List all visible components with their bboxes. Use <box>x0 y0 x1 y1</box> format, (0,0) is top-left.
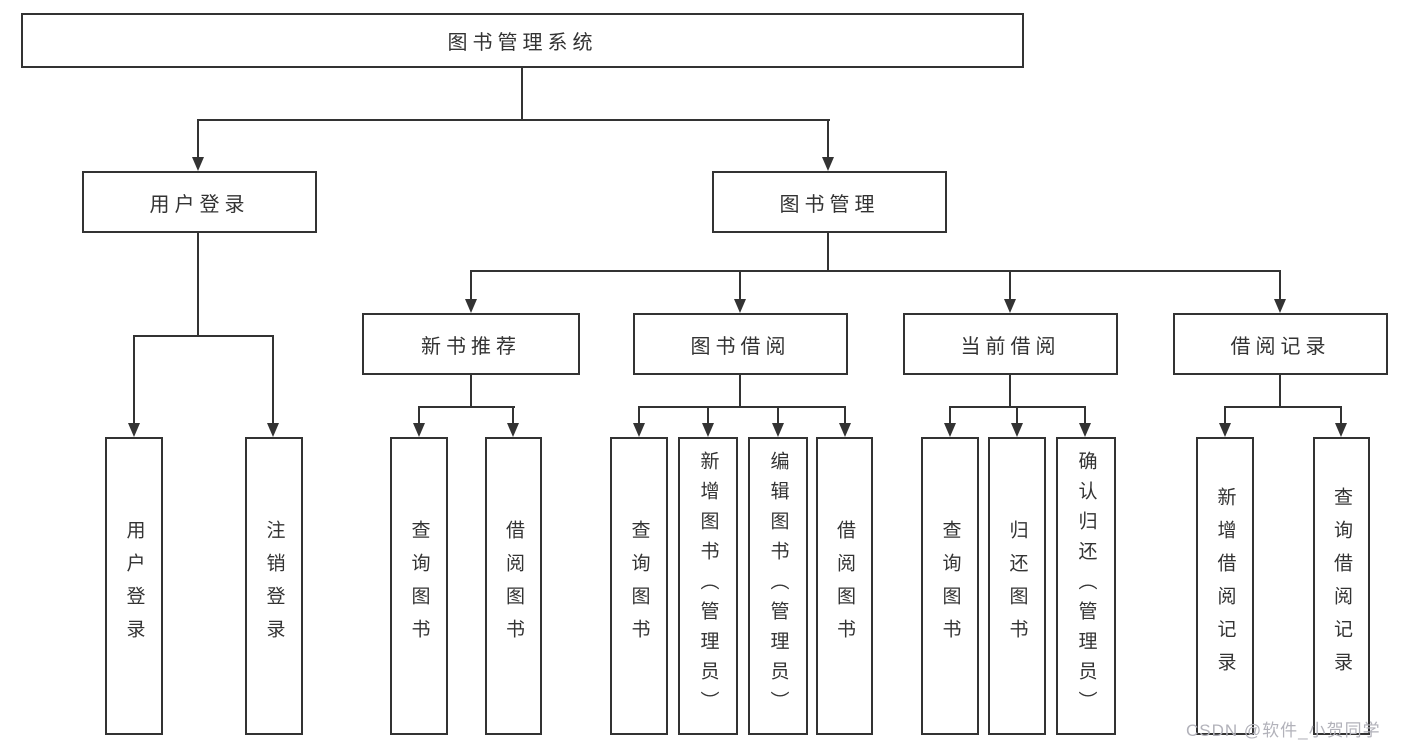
node-label: 图书管理系统 <box>447 32 598 54</box>
node-label: 新书推荐 <box>421 335 521 358</box>
connector-line <box>521 68 523 119</box>
connector-line <box>512 406 514 423</box>
leaf-label: 查询图书 <box>939 520 961 652</box>
arrowhead-down <box>772 423 784 437</box>
leaf-query-books-2: 查询图书 <box>610 437 668 735</box>
leaf-query-books-3: 查询图书 <box>921 437 979 735</box>
node-label: 图书借阅 <box>690 335 791 358</box>
arrowhead-down <box>1079 423 1091 437</box>
leaf-add-borrow-record: 新增借阅记录 <box>1196 437 1254 735</box>
connector-line <box>197 119 199 158</box>
node-book-management: 图书管理 <box>712 171 947 233</box>
arrowhead-down <box>128 423 140 437</box>
node-label: 当前借阅 <box>960 335 1061 358</box>
arrowhead-down <box>1335 423 1347 437</box>
arrowhead-down <box>192 157 204 171</box>
leaf-label: 查询图书 <box>628 520 650 652</box>
leaf-return-books: 归还图书 <box>988 437 1046 735</box>
connector-line <box>844 406 846 423</box>
node-label: 借阅记录 <box>1230 335 1331 358</box>
leaf-user-login: 用户登录 <box>105 437 163 735</box>
connector-line <box>1279 375 1281 406</box>
connector-line <box>739 270 741 299</box>
connector-line <box>133 335 135 423</box>
arrowhead-down <box>465 299 477 313</box>
leaf-label: 确认归还（管理员） <box>1075 451 1097 721</box>
node-root-system: 图书管理系统 <box>21 13 1024 68</box>
leaf-label: 借阅图书 <box>834 520 855 652</box>
node-label: 图书管理 <box>779 193 880 216</box>
arrowhead-down <box>413 423 425 437</box>
connector-line <box>1009 270 1011 299</box>
leaf-label: 注销登录 <box>263 520 285 652</box>
node-book-borrowing: 图书借阅 <box>633 313 848 375</box>
connector-line <box>470 270 1281 272</box>
connector-line <box>739 375 741 406</box>
connector-line <box>418 406 420 423</box>
watermark: CSDN @软件_小贺同学 <box>1186 721 1381 740</box>
connector-line <box>1340 406 1342 423</box>
leaf-label: 编辑图书（管理员） <box>767 451 789 721</box>
arrowhead-down <box>633 423 645 437</box>
leaf-label: 用户登录 <box>123 520 145 652</box>
connector-line <box>827 119 829 158</box>
connector-line <box>949 406 951 423</box>
leaf-borrow-books-1: 借阅图书 <box>485 437 542 735</box>
connector-line <box>638 406 846 408</box>
node-current-borrowing: 当前借阅 <box>903 313 1118 375</box>
leaf-logout: 注销登录 <box>245 437 303 735</box>
leaf-label: 新增借阅记录 <box>1214 487 1236 685</box>
arrowhead-down <box>1004 299 1016 313</box>
connector-line <box>133 335 274 337</box>
arrowhead-down <box>267 423 279 437</box>
connector-line <box>777 406 779 423</box>
connector-line <box>470 270 472 299</box>
connector-line <box>1224 406 1342 408</box>
connector-line <box>707 406 709 423</box>
arrowhead-down <box>734 299 746 313</box>
connector-line <box>470 375 472 406</box>
arrowhead-down <box>1219 423 1231 437</box>
connector-line <box>827 233 829 270</box>
connector-line <box>418 406 515 408</box>
leaf-label: 新增图书（管理员） <box>697 451 719 721</box>
connector-line <box>1016 406 1018 423</box>
arrowhead-down <box>1011 423 1023 437</box>
arrowhead-down <box>839 423 851 437</box>
connector-line <box>198 119 830 121</box>
connector-line <box>1084 406 1086 423</box>
connector-line <box>197 233 199 335</box>
node-new-book-recommend: 新书推荐 <box>362 313 580 375</box>
leaf-label: 归还图书 <box>1006 520 1028 652</box>
leaf-add-books-admin: 新增图书（管理员） <box>678 437 738 735</box>
connector-line <box>1279 270 1281 299</box>
leaf-query-borrow-record: 查询借阅记录 <box>1313 437 1370 735</box>
leaf-edit-books-admin: 编辑图书（管理员） <box>748 437 808 735</box>
leaf-confirm-return-admin: 确认归还（管理员） <box>1056 437 1116 735</box>
node-borrow-records: 借阅记录 <box>1173 313 1388 375</box>
arrowhead-down <box>944 423 956 437</box>
connector-line <box>272 335 274 423</box>
arrowhead-down <box>507 423 519 437</box>
connector-line <box>1224 406 1226 423</box>
leaf-label: 借阅图书 <box>503 520 524 652</box>
arrowhead-down <box>1274 299 1286 313</box>
arrowhead-down <box>822 157 834 171</box>
leaf-borrow-books-2: 借阅图书 <box>816 437 873 735</box>
arrowhead-down <box>702 423 714 437</box>
leaf-label: 查询图书 <box>408 520 430 652</box>
node-label: 用户登录 <box>149 193 250 216</box>
leaf-query-books-1: 查询图书 <box>390 437 448 735</box>
node-user-login: 用户登录 <box>82 171 317 233</box>
connector-line <box>638 406 640 423</box>
connector-line <box>1009 375 1011 406</box>
leaf-label: 查询借阅记录 <box>1331 487 1352 685</box>
